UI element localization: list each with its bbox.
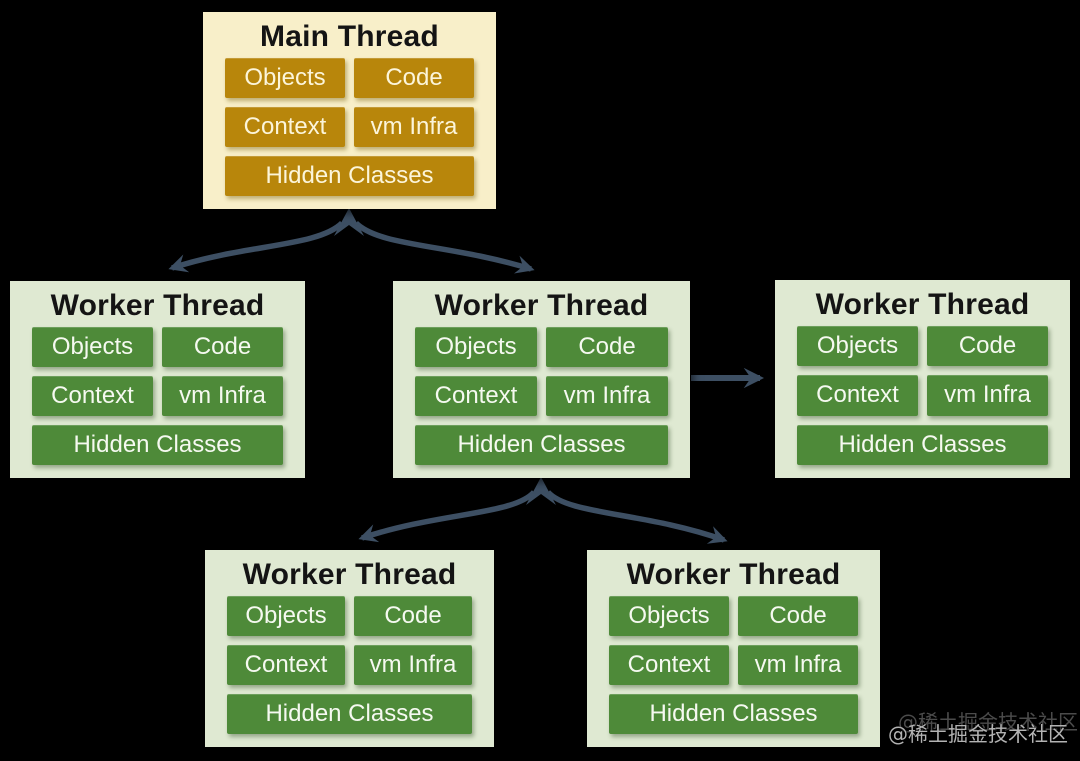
cell-hidden-classes: Hidden Classes — [225, 156, 474, 196]
cell-code: Code — [546, 327, 668, 367]
thread-box-worker-5: Worker Thread Objects Code Context vm In… — [587, 550, 880, 747]
arrow-main-to-worker2 — [354, 220, 535, 274]
cell-objects: Objects — [609, 596, 729, 636]
cell-code: Code — [354, 596, 472, 636]
thread-title: Worker Thread — [626, 558, 841, 591]
thread-title: Worker Thread — [434, 289, 649, 322]
cell-objects: Objects — [797, 326, 918, 367]
cell-hidden-classes: Hidden Classes — [797, 424, 1048, 465]
watermark-ghost: @稀土掘金技术社区 — [898, 710, 1078, 734]
cell-hidden-classes: Hidden Classes — [609, 694, 858, 734]
cell-vm-infra: vm Infra — [162, 376, 283, 416]
thread-cells: Objects Code Context vm Infra Hidden Cla… — [32, 327, 283, 465]
arrow-origin-caret-main — [334, 208, 364, 236]
arrow-worker2-to-worker4 — [358, 490, 537, 543]
thread-box-worker-3: Worker Thread Objects Code Context vm In… — [775, 280, 1070, 478]
thread-title: Worker Thread — [242, 558, 457, 591]
cell-objects: Objects — [225, 58, 345, 98]
watermark: @稀土掘金技术社区 @稀土掘金技术社区 — [888, 710, 1078, 747]
thread-title: Worker Thread — [815, 288, 1030, 321]
thread-box-worker-2: Worker Thread Objects Code Context vm In… — [393, 281, 690, 478]
cell-objects: Objects — [227, 596, 345, 636]
cell-vm-infra: vm Infra — [354, 645, 472, 685]
arrow-main-to-worker1 — [168, 220, 344, 273]
cell-context: Context — [32, 376, 153, 416]
thread-cells: Objects Code Context vm Infra Hidden Cla… — [415, 327, 668, 465]
thread-cells: Objects Code Context vm Infra Hidden Cla… — [609, 596, 858, 734]
cell-context: Context — [225, 107, 345, 147]
thread-box-worker-1: Worker Thread Objects Code Context vm In… — [10, 281, 305, 478]
cell-code: Code — [162, 327, 283, 367]
cell-context: Context — [227, 645, 345, 685]
cell-hidden-classes: Hidden Classes — [32, 425, 283, 465]
thread-box-main: Main Thread Objects Code Context vm Infr… — [203, 12, 496, 209]
cell-code: Code — [927, 326, 1048, 367]
cell-code: Code — [738, 596, 858, 636]
watermark-text: @稀土掘金技术社区 — [888, 722, 1068, 746]
thread-box-worker-4: Worker Thread Objects Code Context vm In… — [205, 550, 494, 747]
cell-vm-infra: vm Infra — [354, 107, 474, 147]
thread-cells: Objects Code Context vm Infra Hidden Cla… — [227, 596, 472, 734]
arrow-worker2-to-worker5 — [545, 490, 728, 544]
cell-context: Context — [415, 376, 537, 416]
cell-vm-infra: vm Infra — [738, 645, 858, 685]
arrow-origin-caret-worker2 — [526, 477, 556, 505]
thread-cells: Objects Code Context vm Infra Hidden Cla… — [797, 326, 1048, 465]
cell-hidden-classes: Hidden Classes — [415, 425, 668, 465]
thread-title: Worker Thread — [50, 289, 265, 322]
cell-vm-infra: vm Infra — [927, 375, 1048, 416]
thread-cells: Objects Code Context vm Infra Hidden Cla… — [225, 58, 474, 196]
cell-objects: Objects — [415, 327, 537, 367]
cell-hidden-classes: Hidden Classes — [227, 694, 472, 734]
cell-context: Context — [609, 645, 729, 685]
cell-context: Context — [797, 375, 918, 416]
thread-title: Main Thread — [260, 20, 439, 53]
cell-vm-infra: vm Infra — [546, 376, 668, 416]
cell-code: Code — [354, 58, 474, 98]
cell-objects: Objects — [32, 327, 153, 367]
